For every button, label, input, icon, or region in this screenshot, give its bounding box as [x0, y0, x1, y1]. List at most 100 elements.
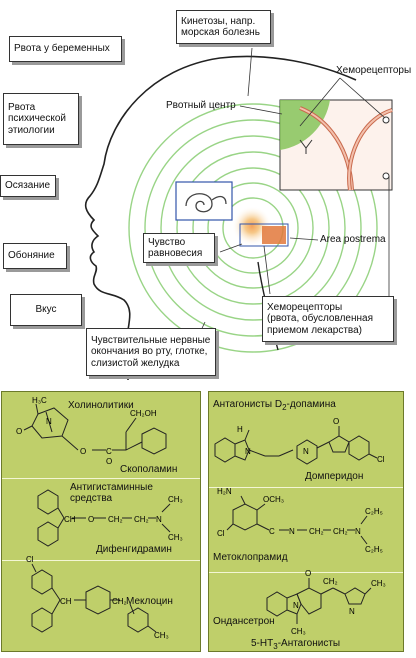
svg-text:CH₃: CH₃ [168, 533, 183, 542]
box-pregnancy: Рвота у беременных [9, 36, 122, 62]
box-psychic: Рвота психической этиологии [3, 93, 79, 145]
svg-text:O: O [333, 417, 339, 426]
label-touch: Осязание [5, 180, 51, 192]
right-drug-panel: Антагонисты D2-допамина H N N O Cl Домпе… [208, 391, 404, 652]
box-chemo-drug: Хеморецепторы (рвота, обусловленная прие… [262, 296, 394, 342]
label-pregnancy: Рвота у беременных [14, 43, 110, 55]
label-taste: Вкус [35, 304, 57, 316]
svg-text:CH₂: CH₂ [134, 515, 149, 524]
svg-text:OCH₃: OCH₃ [263, 495, 284, 504]
svg-text:H₂N: H₂N [217, 487, 232, 496]
svg-text:CH₂: CH₂ [333, 527, 348, 536]
right-footer-prefix: 5-HT [251, 638, 274, 649]
svg-text:N: N [303, 447, 309, 456]
label-chemo-drug-2: (рвота, обусловленная [267, 313, 373, 325]
svg-text:N: N [355, 527, 361, 536]
label-psychic-1: Рвота [8, 101, 36, 113]
head-outline [84, 55, 357, 380]
svg-text:CH₂: CH₂ [323, 577, 338, 586]
box-smell: Обоняние [3, 243, 67, 269]
brain-section [279, 99, 393, 191]
svg-text:Cl: Cl [217, 529, 225, 538]
svg-text:O: O [88, 515, 94, 524]
left-drug-2: Дифенгидрамин [96, 544, 172, 555]
right-title-1-sub: 2 [282, 403, 287, 412]
svg-text:CH: CH [60, 597, 72, 606]
left-title-1: Холинолитики [68, 400, 134, 411]
svg-text:Cl: Cl [26, 555, 34, 564]
area-postrema-marker [262, 226, 286, 244]
svg-text:H₃C: H₃C [32, 396, 47, 405]
right-footer: 5-HT3-Антагонисты [251, 638, 340, 651]
svg-text:C: C [269, 527, 275, 536]
left-divider-2 [2, 560, 200, 561]
svg-text:C: C [106, 447, 112, 456]
right-footer-suffix: -Антагонисты [277, 638, 341, 649]
left-drug-1: Скополамин [120, 464, 178, 475]
svg-text:CH₂: CH₂ [108, 515, 123, 524]
right-divider-1 [209, 487, 403, 488]
label-psychic-3: этиологии [8, 124, 55, 136]
head-diagram [84, 47, 393, 380]
label-vomit-center: Рвотный центр [166, 100, 236, 111]
right-drug-3: Ондансетрон [213, 616, 275, 627]
label-chemoreceptors: Хеморецепторы [336, 65, 412, 76]
box-touch: Осязание [0, 175, 56, 197]
left-divider-1 [2, 478, 200, 479]
svg-text:N: N [46, 417, 52, 426]
label-equilibrium-2: равновесия [148, 248, 203, 259]
left-title-2a: Антигистаминные [70, 482, 153, 493]
label-area-postrema: Area postrema [320, 234, 386, 245]
svg-text:CH: CH [64, 515, 76, 524]
label-smell: Обоняние [8, 250, 55, 262]
diphenhydramine-structure: CH O CH₂ CH₂ N CH₃ CH₃ [37, 489, 183, 547]
right-drug-1: Домперидон [305, 471, 364, 482]
svg-text:CH₃: CH₃ [371, 579, 386, 588]
svg-text:CH₂OH: CH₂OH [130, 409, 157, 418]
label-sensory-3: слизистой желудка [91, 357, 180, 369]
label-chemo-drug-1: Хеморецепторы [267, 301, 343, 313]
left-drug-panel: Холинолитики H₃C N O O C O CH₂OH Скопола… [1, 391, 201, 652]
signal-rings [128, 103, 378, 353]
label-sensory-1: Чувствительные нервные [91, 334, 211, 346]
svg-text:O: O [106, 457, 112, 466]
svg-text:N: N [349, 607, 355, 616]
right-title-1-prefix: Антагонисты D [213, 399, 283, 410]
svg-text:C₂H₅: C₂H₅ [365, 545, 383, 554]
inner-ear [175, 181, 233, 221]
box-sensory-endings: Чувствительные нервные окончания во рту,… [86, 328, 216, 376]
label-kinetoses-2: морская болезнь [181, 27, 260, 38]
label-sensory-2: окончания во рту, глотке, [91, 346, 208, 358]
svg-text:O: O [305, 569, 311, 578]
svg-text:O: O [16, 427, 22, 436]
svg-text:CH₃: CH₃ [168, 495, 183, 504]
svg-text:O: O [80, 447, 86, 456]
right-footer-sub: 3 [273, 642, 278, 651]
label-equilibrium-1: Чувство [148, 236, 186, 248]
svg-text:N: N [245, 447, 251, 456]
svg-text:CH₃: CH₃ [291, 627, 306, 636]
label-kinetoses-1: Кинетозы, напр. [181, 15, 256, 27]
leader-lines [193, 47, 390, 346]
ondansetron-structure: O CH₂ N CH₃ CH₃ N [266, 569, 386, 636]
right-divider-2 [209, 572, 403, 573]
left-title-2b: средства [70, 493, 113, 504]
svg-text:C₂H₅: C₂H₅ [365, 507, 383, 516]
box-taste: Вкус [10, 294, 82, 326]
right-title-1: Антагонисты D2-допамина [213, 399, 336, 412]
svg-text:N: N [156, 515, 162, 524]
svg-text:Cl: Cl [377, 455, 385, 464]
scopolamine-structure: H₃C N O O C O CH₂OH [16, 396, 167, 466]
right-drug-2: Метоклопрамид [213, 552, 288, 563]
metoclopramide-structure: H₂N OCH₃ Cl C N CH₂ CH₂ N C₂H₅ C₂H₅ [217, 487, 383, 554]
svg-text:N: N [293, 601, 299, 610]
svg-text:CH₂: CH₂ [112, 597, 127, 606]
svg-text:CH₂: CH₂ [309, 527, 324, 536]
svg-text:N: N [289, 527, 295, 536]
left-drug-3: Меклоцин [126, 596, 173, 607]
label-psychic-2: психической [8, 113, 66, 125]
svg-text:H: H [237, 425, 243, 434]
box-kinetoses: Кинетозы, напр. морская болезнь [176, 10, 271, 44]
svg-text:CH₃: CH₃ [154, 631, 169, 640]
box-equilibrium: Чувство равновесия [143, 233, 215, 263]
